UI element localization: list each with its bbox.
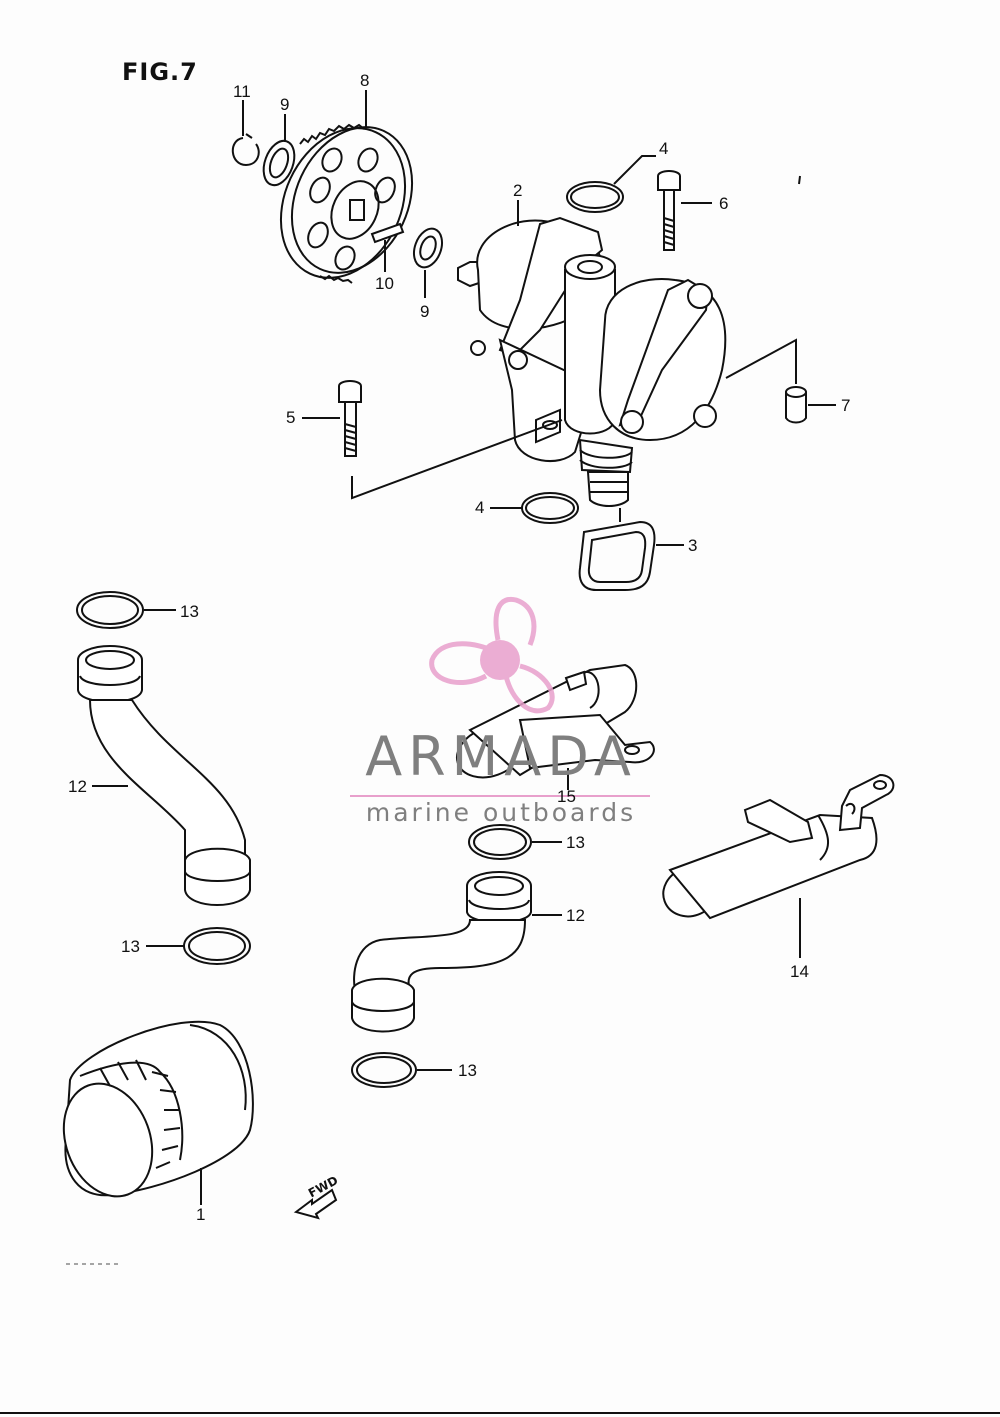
- callout-13-top-left: 13: [180, 602, 199, 621]
- callout-15: 15: [557, 787, 576, 806]
- callout-13-center: 13: [566, 833, 585, 852]
- callout-5: 5: [286, 408, 296, 427]
- stray-mark: [798, 175, 801, 185]
- callout-10: 10: [375, 274, 394, 293]
- watermark-brand-name: ARMADA: [365, 725, 637, 788]
- callout-1: 1: [196, 1205, 206, 1224]
- part-13-oring-c: [468, 824, 532, 860]
- callout-12-center: 12: [566, 906, 585, 925]
- part-12-pipe-left: [77, 645, 251, 906]
- part-4-oring-top: [566, 181, 624, 213]
- part-14-pipe-right: [662, 773, 895, 920]
- callout-14: 14: [790, 962, 809, 981]
- part-1-oil-filter: [62, 1020, 254, 1198]
- part-9-washer-mid: [412, 227, 444, 269]
- callout-6: 6: [719, 194, 729, 213]
- leader-4a: [613, 155, 656, 185]
- callout-4-lower: 4: [475, 498, 485, 517]
- part-15-strainer: [456, 663, 655, 779]
- callout-13-lower-left: 13: [121, 937, 140, 956]
- callout-4-top: 4: [659, 139, 669, 158]
- callout-12-left: 12: [68, 777, 87, 796]
- part-7-dowel: [785, 386, 807, 424]
- callout-13-bottom: 13: [458, 1061, 477, 1080]
- part-8-gear: [279, 123, 414, 284]
- callout-9-mid: 9: [420, 302, 430, 321]
- part-13-oring-d: [351, 1052, 417, 1088]
- part-6-bolt: [657, 170, 681, 251]
- part-9-washer-top: [262, 139, 296, 187]
- callout-7: 7: [841, 396, 851, 415]
- part-12-pipe-center: [351, 871, 532, 1033]
- part-4-oring-lower: [521, 492, 579, 524]
- propeller-logo-icon: [429, 596, 555, 714]
- part-13-oring-a: [76, 591, 144, 629]
- part-2-oil-pump: [457, 216, 727, 507]
- callout-8: 8: [360, 71, 370, 90]
- assembly-line-5: [351, 419, 563, 500]
- assembly-line-7: [725, 338, 797, 384]
- callout-11: 11: [233, 82, 251, 101]
- part-11-circlip: [231, 133, 260, 167]
- callout-3: 3: [688, 536, 698, 555]
- forward-arrow-icon: [293, 1188, 338, 1220]
- part-10-pin: [370, 222, 405, 244]
- figure-title: FIG.7: [122, 58, 198, 86]
- part-13-oring-b: [183, 927, 251, 965]
- callout-2: 2: [513, 181, 523, 200]
- part-5-bolt: [338, 380, 362, 457]
- part-3-gasket: [578, 520, 656, 591]
- watermark-tagline: marine outboards: [365, 798, 637, 827]
- callout-9-top: 9: [280, 95, 290, 114]
